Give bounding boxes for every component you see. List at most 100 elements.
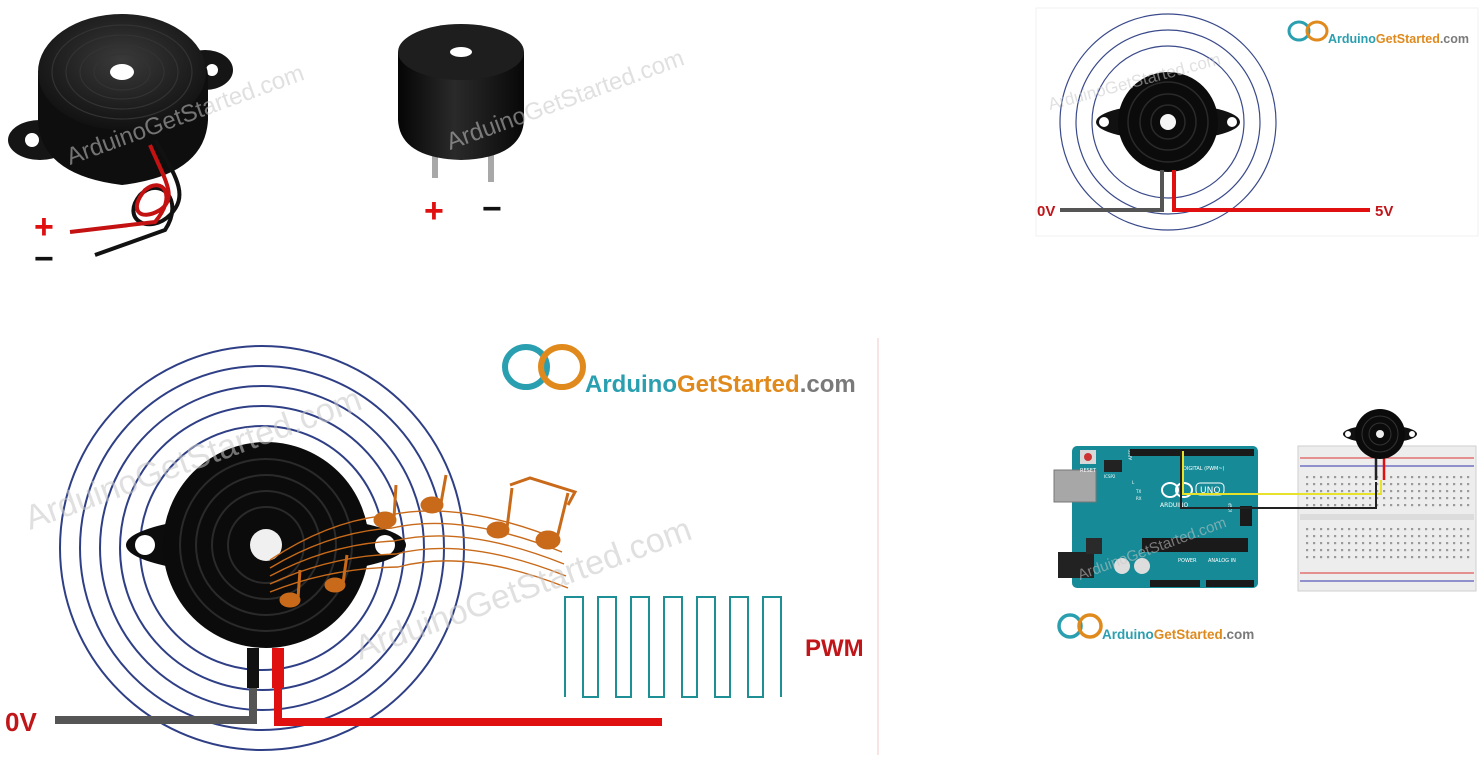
breadboard-hole: [1460, 490, 1463, 493]
breadboard-hole: [1376, 556, 1379, 559]
breadboard-hole: [1348, 490, 1351, 493]
breadboard-hole: [1369, 542, 1372, 545]
reset-label: RESET: [1080, 468, 1097, 474]
breadboard-hole: [1341, 528, 1344, 531]
breadboard-hole: [1404, 497, 1407, 500]
breadboard-hole: [1369, 504, 1372, 507]
arduino-uno-board: RESET ICSP2 AREF DIGITAL (PWM~) L TX RX …: [1053, 446, 1258, 588]
active-minus-label: −: [34, 240, 54, 278]
breadboard-hole: [1383, 497, 1386, 500]
rx-label: RX: [1136, 496, 1142, 501]
breadboard-hole: [1334, 476, 1337, 479]
breadboard-hole: [1362, 556, 1365, 559]
icsp2-label: ICSP2: [1104, 474, 1116, 479]
breadboard-hole: [1425, 535, 1428, 538]
breadboard-hole: [1320, 542, 1323, 545]
breadboard-hole: [1320, 549, 1323, 552]
breadboard-hole: [1355, 542, 1358, 545]
breadboard-hole: [1320, 556, 1323, 559]
breadboard-hole: [1432, 497, 1435, 500]
breadboard-hole: [1355, 490, 1358, 493]
breadboard-hole: [1334, 542, 1337, 545]
breadboard-hole: [1320, 528, 1323, 531]
breadboard-hole: [1411, 528, 1414, 531]
breadboard-hole: [1404, 483, 1407, 486]
brand-part1: Arduino: [1328, 32, 1376, 46]
arduino-infinity-logo-icon: [502, 344, 586, 390]
breadboard-hole: [1362, 535, 1365, 538]
breadboard-hole: [1327, 549, 1330, 552]
breadboard-hole: [1348, 535, 1351, 538]
breadboard-hole: [1383, 535, 1386, 538]
breadboard-hole: [1313, 483, 1316, 486]
breadboard-hole: [1390, 476, 1393, 479]
breadboard-hole: [1306, 528, 1309, 531]
breadboard-hole: [1355, 556, 1358, 559]
breadboard-hole: [1411, 490, 1414, 493]
brand-part3: .com: [1223, 627, 1255, 642]
breadboard-hole: [1418, 476, 1421, 479]
ground-label: 0V: [1037, 203, 1055, 220]
usb-port: [1053, 469, 1097, 503]
breadboard-hole: [1439, 476, 1442, 479]
arduino-infinity-logo-icon: [1057, 613, 1103, 639]
breadboard-hole: [1376, 483, 1379, 486]
breadboard-hole: [1327, 490, 1330, 493]
panel-active-buzzer: + − ArduinoGetStarted.com: [8, 14, 308, 278]
breadboard-hole: [1376, 504, 1379, 507]
breadboard-hole: [1383, 556, 1386, 559]
brand-part3: .com: [800, 371, 856, 398]
breadboard-hole: [1418, 542, 1421, 545]
breadboard-hole: [1460, 504, 1463, 507]
breadboard-hole: [1467, 556, 1470, 559]
breadboard-hole: [1383, 483, 1386, 486]
breadboard-hole: [1411, 483, 1414, 486]
breadboard-hole: [1418, 549, 1421, 552]
breadboard-hole: [1453, 504, 1456, 507]
breadboard-hole: [1404, 542, 1407, 545]
arduino-infinity-logo-icon: [1287, 20, 1329, 42]
breadboard-hole: [1334, 504, 1337, 507]
breadboard-hole: [1467, 528, 1470, 531]
breadboard-hole: [1334, 535, 1337, 538]
breadboard-hole: [1411, 542, 1414, 545]
ground-label: 0V: [5, 707, 37, 737]
breadboard-hole: [1383, 542, 1386, 545]
breadboard-hole: [1369, 549, 1372, 552]
breadboard-hole: [1341, 490, 1344, 493]
breadboard-hole: [1306, 483, 1309, 486]
brand-part2: GetStarted: [1376, 32, 1440, 46]
breadboard-hole: [1390, 535, 1393, 538]
breadboard-hole: [1467, 535, 1470, 538]
signal-wire: [274, 688, 662, 726]
breadboard-hole: [1362, 528, 1365, 531]
breadboard-hole: [1355, 549, 1358, 552]
breadboard-hole: [1390, 504, 1393, 507]
digital-label: DIGITAL (PWM~): [1183, 466, 1225, 472]
breadboard-hole: [1460, 535, 1463, 538]
breadboard-hole: [1446, 504, 1449, 507]
breadboard-hole: [1460, 483, 1463, 486]
breadboard-hole: [1334, 490, 1337, 493]
breadboard-hole: [1362, 490, 1365, 493]
breadboard-hole: [1411, 549, 1414, 552]
breadboard-hole: [1460, 556, 1463, 559]
breadboard-hole: [1439, 528, 1442, 531]
breadboard-hole: [1397, 535, 1400, 538]
breadboard-hole: [1369, 490, 1372, 493]
signal-wire: [1182, 451, 1382, 495]
breadboard-hole: [1446, 542, 1449, 545]
panel-pwm: 0V PWM ArduinoGetStarted.com ArduinoGetS…: [5, 338, 879, 755]
breadboard-hole: [1327, 476, 1330, 479]
breadboard: [1297, 445, 1477, 592]
breadboard-hole: [1425, 542, 1428, 545]
breadboard-hole: [1446, 549, 1449, 552]
piezo-buzzer-icon: [1096, 72, 1240, 172]
pwm-waveform: [564, 596, 782, 698]
breadboard-hole: [1453, 483, 1456, 486]
brand-text: ArduinoGetStarted.com: [1102, 627, 1254, 642]
brand-part1: Arduino: [585, 371, 677, 398]
breadboard-hole: [1362, 476, 1365, 479]
breadboard-hole: [1313, 490, 1316, 493]
analog-label: ANALOG IN: [1208, 558, 1236, 564]
